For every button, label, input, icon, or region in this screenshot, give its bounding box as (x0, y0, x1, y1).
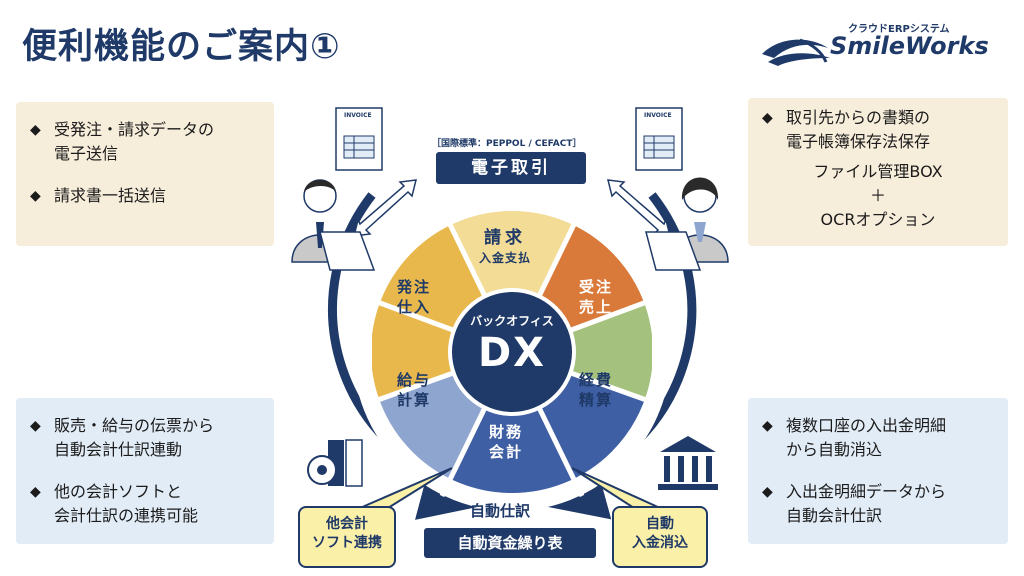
segment-label-kyuyo: 給与 計算 (396, 371, 431, 409)
feature-box-document-storage: ◆ 取引先からの書類の 電子帳簿保存法保存 ファイル管理BOX ＋ OCRオプシ… (748, 98, 1008, 246)
list-item: ◆ 請求書一括送信 (30, 184, 260, 208)
center-subtitle: バックオフィス (470, 314, 554, 328)
plus-sign: ＋ (869, 186, 886, 205)
segment-keihi (512, 300, 652, 402)
segment-hatchu (372, 300, 512, 402)
standard-label: ［国際標準：PEPPOL / CEFACT］ (432, 139, 582, 149)
diamond-bullet-icon: ◆ (30, 188, 41, 204)
invoice-doc-right-icon (635, 107, 683, 171)
diamond-bullet-icon: ◆ (30, 122, 41, 138)
list-item-text: 販売・給与の伝票から 自動会計仕訳連動 (54, 416, 215, 459)
diamond-bullet-icon: ◆ (762, 484, 773, 500)
segment-zaimu-b (442, 352, 582, 496)
segment-label-hatchu: 発注 仕入 (396, 278, 431, 316)
invoice-doc-left-icon (335, 107, 383, 171)
center-circle (448, 288, 576, 416)
feature-box-auto-journal: ◆ 販売・給与の伝票から 自動会計仕訳連動 ◆ 他の会計ソフトと 会計仕訳の連携… (16, 398, 274, 544)
electronic-transaction-label: 電子取引 (436, 152, 586, 184)
feature-box-auto-clearing: ◆ 複数口座の入出金明細 から自動消込 ◆ 入出金明細データから 自動会計仕訳 (748, 398, 1008, 544)
binder-files-icon (307, 439, 363, 487)
swoosh-logo-icon (762, 38, 830, 66)
segment-label-zaimu: 財務 会計 (488, 423, 523, 461)
segment-label-keihi: 経費 精算 (578, 371, 613, 409)
list-item-text: 請求書一括送信 (54, 186, 167, 205)
segment-label-seikyu: 請求 (484, 228, 526, 248)
businessman-with-laptop-icon (291, 179, 376, 271)
diamond-bullet-icon: ◆ (762, 110, 773, 126)
businesswoman-with-laptop-icon (645, 177, 729, 271)
file-box-label: ファイル管理BOX (813, 162, 943, 181)
invoice-label-left: INVOICE (344, 112, 372, 119)
list-item-text: 他の会計ソフトと 会計仕訳の連携可能 (54, 482, 199, 525)
segment-label-juchu: 受注 売上 (578, 278, 613, 316)
bank-building-icon (658, 436, 718, 490)
list-item-text: 受発注・請求データの 電子送信 (54, 120, 215, 163)
ocr-option-label: OCRオプション (820, 210, 936, 229)
feature-box-electronic-send: ◆ 受発注・請求データの 電子送信 ◆ 請求書一括送信 (16, 102, 274, 246)
diamond-bullet-icon: ◆ (762, 418, 773, 434)
list-item: ◆ 販売・給与の伝票から 自動会計仕訳連動 (30, 414, 260, 462)
list-item-text: 取引先からの書類の 電子帳簿保存法保存 (786, 108, 931, 151)
logo-subtitle: クラウドERPシステム (848, 24, 950, 35)
list-item-text: 入出金明細データから 自動会計仕訳 (786, 482, 947, 525)
center-title: DX (477, 330, 547, 376)
list-item: ◆ 入出金明細データから 自動会計仕訳 (762, 480, 994, 528)
list-item: ◆ 取引先からの書類の 電子帳簿保存法保存 (762, 106, 994, 154)
callout-other-software: 他会計 ソフト連携 (298, 506, 396, 568)
logo-name: SmileWorks (830, 32, 989, 60)
diamond-bullet-icon: ◆ (30, 418, 41, 434)
segment-sublabel-seikyu: 入金支払 (478, 251, 531, 265)
callout-auto-clearing: 自動 入金消込 (612, 506, 708, 568)
auto-cashflow-label: 自動資金繰り表 (424, 528, 596, 558)
list-item: ◆ 他の会計ソフトと 会計仕訳の連携可能 (30, 480, 260, 528)
auto-journal-label: 自動仕訳 (470, 502, 531, 520)
diamond-bullet-icon: ◆ (30, 484, 41, 500)
list-item: ◆ 複数口座の入出金明細 から自動消込 (762, 414, 994, 462)
list-item-text: 複数口座の入出金明細 から自動消込 (786, 416, 947, 459)
double-arrow-right-icon (607, 179, 671, 237)
invoice-label-right: INVOICE (644, 112, 672, 119)
double-arrow-left-icon (353, 179, 417, 237)
page-title: 便利機能のご案内① (22, 27, 341, 67)
list-item: ◆ 受発注・請求データの 電子送信 (30, 118, 260, 166)
segment-seikyu (442, 208, 582, 352)
